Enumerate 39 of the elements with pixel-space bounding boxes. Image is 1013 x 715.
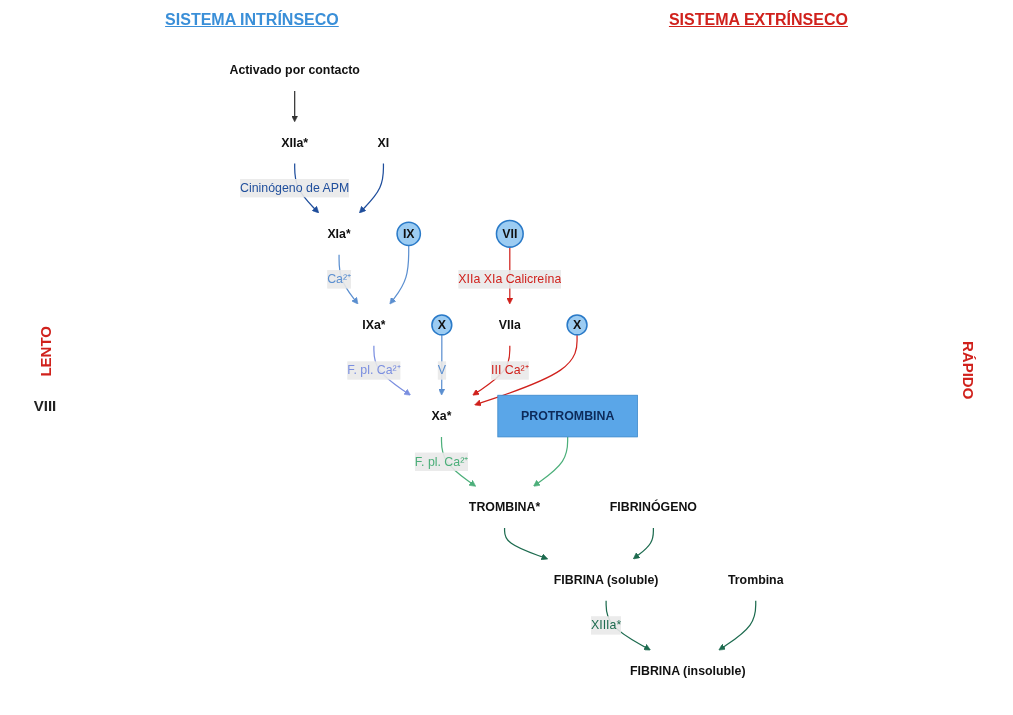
side-label: LENTO — [36, 326, 54, 377]
edge-label: V — [437, 363, 446, 377]
arrow — [533, 435, 569, 487]
arrow — [718, 599, 757, 650]
arrow — [359, 162, 385, 213]
node-box: PROTROMBINA — [497, 394, 638, 437]
node-text: XIa* — [327, 226, 351, 240]
factor-label: VIII — [33, 396, 57, 414]
node-text: FIBRINA (insoluble) — [629, 663, 746, 677]
edge-label: Cininógeno de APM — [240, 180, 350, 194]
node-text: Activado por contacto — [229, 62, 360, 76]
node-text: XIIa* — [281, 135, 309, 149]
title-heading: SISTEMA EXTRÍNSECO — [668, 11, 848, 29]
node-text: Trombina — [727, 572, 784, 586]
arrow — [503, 526, 549, 560]
side-label: RÁPIDO — [959, 340, 977, 400]
node-text: XI — [377, 135, 390, 149]
node-text: Xa* — [431, 408, 452, 422]
arrow — [438, 333, 446, 396]
edge-label: III Ca²⁺ — [491, 363, 529, 377]
node-circle: X — [566, 313, 588, 336]
arrow — [291, 89, 299, 122]
edge-label: F. pl. Ca²⁺ — [347, 363, 401, 377]
edge-label: XIIa XIa Calicreína — [458, 271, 562, 286]
node-text: IXa* — [362, 317, 386, 331]
edge-label: Ca²⁺ — [327, 271, 351, 286]
node-circle: VII — [495, 219, 524, 248]
edge-label: F. pl. Ca²⁺ — [414, 454, 469, 468]
node-circle: X — [431, 313, 453, 336]
edge-label: XIIIa* — [591, 617, 622, 632]
arrow — [389, 244, 410, 304]
arrow — [632, 526, 654, 559]
node-text: TROMBINA* — [468, 499, 541, 513]
arrow — [338, 253, 359, 304]
node-text: FIBRINA (soluble) — [553, 572, 659, 586]
title-heading: SISTEMA INTRÍNSECO — [165, 11, 339, 29]
node-circle: IX — [396, 220, 422, 246]
node-text: VIIa — [498, 317, 521, 331]
node-text: FIBRINÓGENO — [609, 499, 697, 513]
